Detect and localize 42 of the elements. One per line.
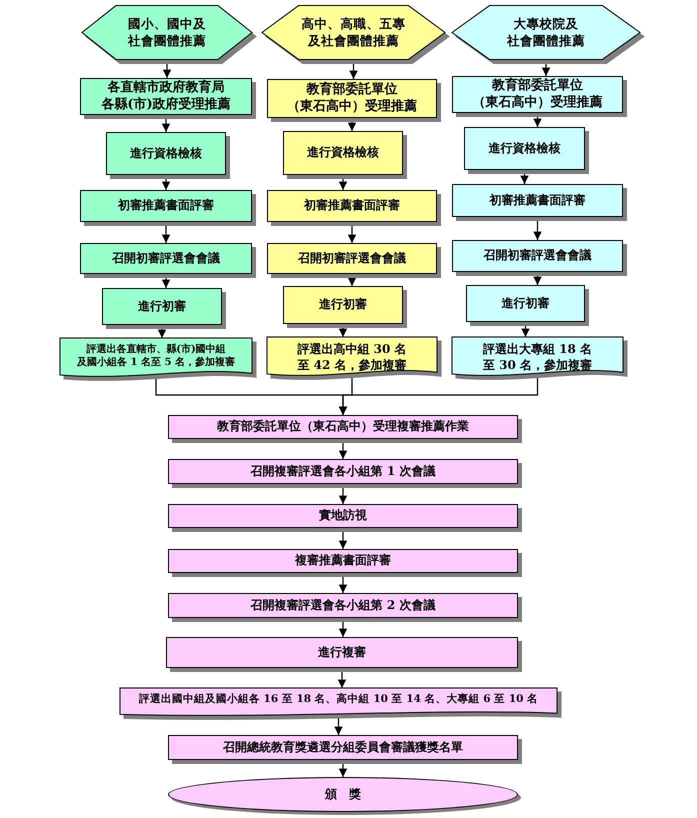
step-text: 高中、高職、五專及社會團體推薦 (300, 16, 406, 49)
step-text: 進行資格檢核 (306, 145, 380, 161)
arrow (349, 60, 358, 79)
step-text: 進行資格檢核 (488, 140, 562, 156)
start-hexagon (82, 5, 252, 60)
step-text: 進行初審 (318, 297, 368, 313)
step-text: 評選出國中組及國小組各 16 至 18 名、高中組 10 至 14 名、大專組 6 至 10 名 (138, 693, 540, 707)
step-text: 召開初審評選會會議 (482, 248, 592, 264)
arrow (334, 715, 343, 735)
step-text: 實地訪視 (318, 508, 368, 524)
step-text: 大專校院及社會團體推薦 (506, 16, 586, 49)
step-text: 評選出高中組 30 名至 42 名，參加複審 (296, 342, 408, 374)
step-text: 教育部委託單位（東石高中）受理複審推薦作業 (216, 419, 470, 435)
step-text: 召開初審評選會會議 (297, 250, 407, 266)
step-text: 教育部委託單位（東石高中）受理推薦 (286, 82, 418, 116)
step-text: 進行初審 (137, 298, 187, 314)
step-text: 複審推薦書面評審 (294, 553, 392, 569)
document-box (452, 337, 623, 379)
step-text: 國小、國中及社會團體推薦 (126, 16, 207, 49)
start-hexagon (452, 5, 640, 60)
arrow (162, 60, 172, 78)
step-text: 召開複審評選會各小組第 2 次會議 (250, 598, 436, 614)
step-text: 進行資格檢核 (129, 146, 203, 162)
step-text: 召開總統教育獎遴選分組委員會審議獲獎名單 (222, 740, 464, 756)
step-text: 初審推薦書面評審 (302, 198, 401, 214)
step-text: 評選出大專組 18 名至 30 名，參加複審 (482, 342, 594, 374)
step-text: 初審推薦書面評審 (116, 198, 215, 214)
document-box (120, 688, 557, 718)
arrow (338, 376, 538, 415)
step-text: 教育部委託單位（東石高中）受理推薦 (472, 78, 604, 112)
document-box (267, 337, 437, 379)
step-text: 進行複審 (317, 644, 367, 660)
step-text: 進行初審 (500, 296, 550, 312)
document-box (60, 338, 252, 380)
step-text: 召開複審評選會各小組第 1 次會議 (250, 464, 436, 480)
step-text: 召開初審評選會會議 (111, 250, 221, 266)
step-text: 頒 獎 (324, 786, 362, 802)
step-text: 各直轄市政府教育局各縣(市)政府受理推薦 (100, 80, 232, 114)
step-text: 評選出各直轄市、縣(市)國中組及國小組各 1 名至 5 名，參加複審 (76, 343, 236, 369)
start-hexagon (262, 5, 445, 60)
arrow (542, 60, 550, 76)
step-text: 初審推薦書面評審 (488, 192, 586, 208)
